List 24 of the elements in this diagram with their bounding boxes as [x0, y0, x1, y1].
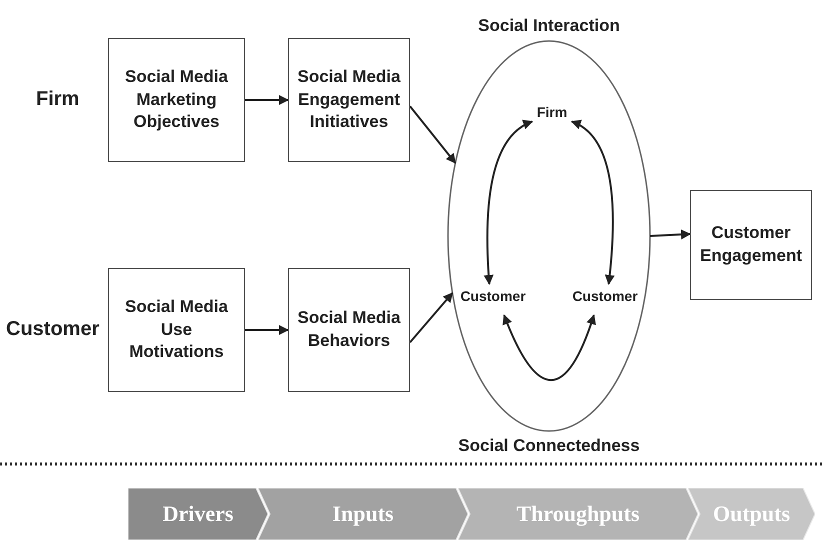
row-label: Firm	[36, 88, 80, 111]
curved-arrow	[502, 314, 596, 382]
stage-chevron: Inputs	[258, 488, 468, 540]
ellipse-heading: Social Connectedness	[457, 436, 641, 456]
process-box: Customer Engagement	[690, 190, 812, 300]
arrow	[650, 229, 691, 240]
ellipse-heading: Social Interaction	[477, 16, 621, 36]
curved-arrow	[570, 120, 615, 285]
stage-chevron: Outputs	[688, 488, 815, 540]
actor-label: Firm	[530, 100, 574, 124]
process-box: Social Media Engagement Initiatives	[288, 38, 410, 162]
stage-chevron: Throughputs	[458, 488, 698, 540]
process-box: Social Media Marketing Objectives	[108, 38, 245, 162]
process-box: Social Media Use Motivations	[108, 268, 245, 392]
arrow	[409, 106, 456, 164]
arrow	[245, 325, 289, 335]
actor-label: Customer	[456, 284, 530, 308]
process-box: Social Media Behaviors	[288, 268, 410, 392]
curved-arrow	[484, 120, 534, 285]
row-label: Customer	[6, 318, 100, 341]
arrow	[245, 95, 289, 105]
actor-label: Customer	[568, 284, 642, 308]
arrow	[409, 292, 454, 344]
stage-chevron: Drivers	[128, 488, 268, 540]
